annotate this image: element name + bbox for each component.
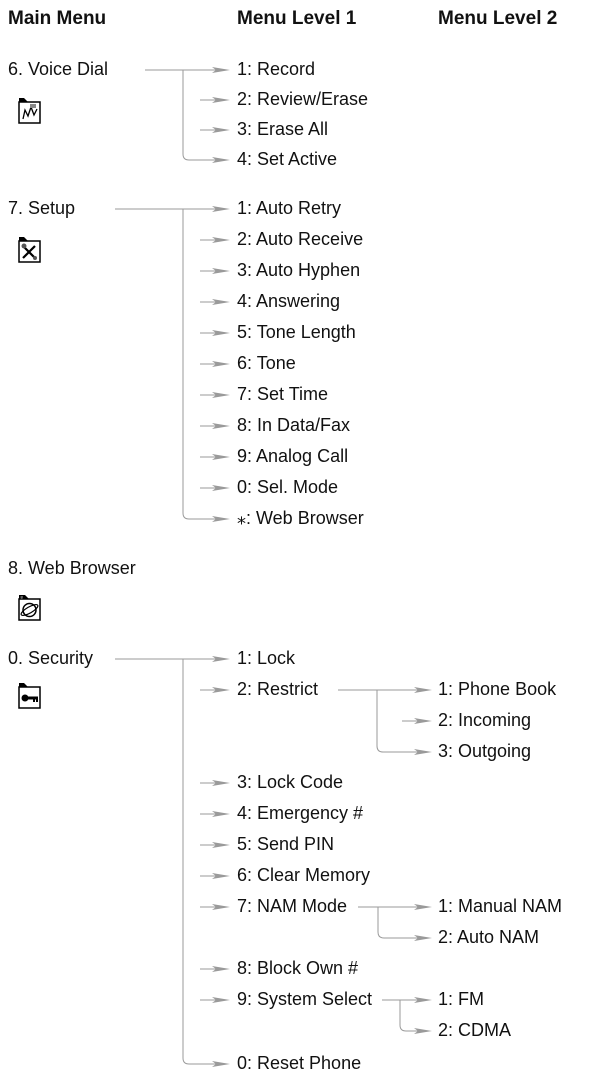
connector-arrow: [212, 330, 230, 336]
main-item-voice-dial: 6. Voice Dial: [8, 59, 109, 79]
security-item: 0: Reset Phone: [237, 1053, 362, 1073]
connector-arrow: [212, 485, 230, 491]
setup-item: 3: Auto Hyphen: [237, 260, 361, 280]
setup-item: 0: Sel. Mode: [237, 477, 339, 497]
connector-line: [182, 1057, 216, 1065]
security-item: 5: Send PIN: [237, 834, 335, 854]
connector-arrow: [212, 423, 230, 429]
connector-arrow: [212, 997, 230, 1003]
connector-arrow: [212, 127, 230, 133]
header-menu-level-1: Menu Level 1: [237, 8, 357, 29]
web-browser-icon: 8: [18, 595, 41, 621]
setup-item: 9: Analog Call: [237, 446, 349, 466]
connector-arrow: [212, 361, 230, 367]
security-item: 9: System Select: [237, 989, 373, 1009]
connector-arrow: [212, 842, 230, 848]
restrict-item: 3: Outgoing: [438, 741, 532, 761]
security-item: 7: NAM Mode: [237, 896, 348, 916]
connector-arrow: [212, 237, 230, 243]
setup-item: ⁎: Web Browser: [237, 508, 364, 528]
security-item: 8: Block Own #: [237, 958, 359, 978]
setup-item: 2: Auto Receive: [237, 229, 364, 249]
connector-arrow: [212, 516, 230, 522]
connector-line: [182, 512, 216, 520]
connector-arrow: [212, 811, 230, 817]
system-select-item: 2: CDMA: [438, 1020, 512, 1040]
voice-dial-item: 2: Review/Erase: [237, 89, 369, 109]
voice-dial-icon: [18, 98, 41, 124]
setup-item: 4: Answering: [237, 291, 341, 311]
connector-arrow: [212, 157, 230, 163]
security-item: 4: Emergency #: [237, 803, 364, 823]
connector-arrow: [212, 67, 230, 73]
main-item-web-browser: 8. Web Browser: [8, 558, 136, 578]
nam-mode-item: 2: Auto NAM: [438, 927, 540, 947]
connector-line: [377, 931, 418, 939]
voice-dial-item: 3: Erase All: [237, 119, 329, 139]
connector-arrow: [212, 873, 230, 879]
connector-line: [182, 153, 216, 161]
connector-arrow: [212, 780, 230, 786]
connector-arrow: [212, 687, 230, 693]
security-item: 3: Lock Code: [237, 772, 344, 792]
voice-dial-item: 4: Set Active: [237, 149, 338, 169]
connector-arrow: [212, 97, 230, 103]
setup-item: 5: Tone Length: [237, 322, 356, 342]
connector-arrow: [212, 966, 230, 972]
connector-arrow: [212, 392, 230, 398]
connector-line: [399, 1024, 418, 1032]
connector-arrow: [212, 268, 230, 274]
main-item-setup: 7. Setup: [8, 198, 76, 218]
security-item: 2: Restrict: [237, 679, 319, 699]
header-menu-level-2: Menu Level 2: [438, 8, 558, 29]
connector-arrow: [414, 1028, 432, 1034]
voice-dial-item: 1: Record: [237, 59, 316, 79]
restrict-item: 1: Phone Book: [438, 679, 557, 699]
connector-arrow: [414, 749, 432, 755]
connector-arrow: [212, 206, 230, 212]
setup-item: 8: In Data/Fax: [237, 415, 351, 435]
connector-arrow: [414, 687, 432, 693]
connector-arrow: [414, 904, 432, 910]
connector-arrow: [212, 1061, 230, 1067]
setup-icon: [18, 237, 41, 263]
connector-arrow: [212, 299, 230, 305]
header-main-menu: Main Menu: [8, 8, 107, 29]
connector-arrow: [414, 935, 432, 941]
restrict-item: 2: Incoming: [438, 710, 532, 730]
security-item: 6: Clear Memory: [237, 865, 371, 885]
security-key-icon: [18, 683, 41, 709]
connector-arrow: [414, 997, 432, 1003]
connector-arrow: [414, 718, 432, 724]
nam-mode-item: 1: Manual NAM: [438, 896, 563, 916]
connector-line: [376, 745, 418, 753]
setup-item: 6: Tone: [237, 353, 296, 373]
setup-item: 1: Auto Retry: [237, 198, 342, 218]
security-item: 1: Lock: [237, 648, 296, 668]
system-select-item: 1: FM: [438, 989, 485, 1009]
connector-arrow: [212, 454, 230, 460]
connector-arrow: [212, 656, 230, 662]
connector-arrow: [212, 904, 230, 910]
setup-item: 7: Set Time: [237, 384, 329, 404]
main-item-security: 0. Security: [8, 648, 94, 668]
svg-text:8: 8: [21, 595, 24, 600]
